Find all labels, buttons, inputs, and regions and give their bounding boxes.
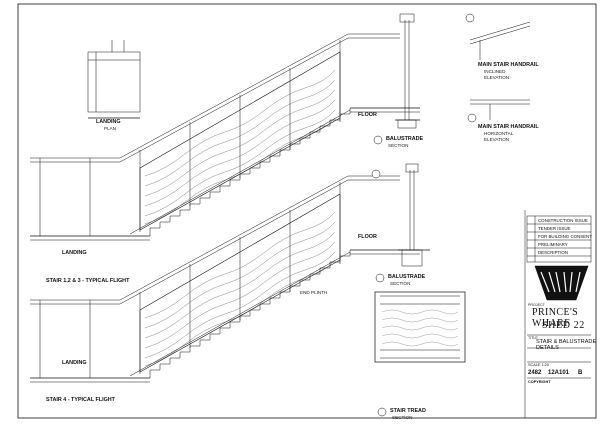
balustrade-section-detail-2	[398, 163, 430, 267]
horizontal-label: HORIZONTAL	[484, 131, 514, 136]
issue-row-5: DESCRIPTION	[538, 250, 569, 255]
floor-mid-label: FLOOR	[358, 234, 377, 240]
drawing-number: 2482	[528, 370, 542, 376]
stair-123-panel-pattern	[144, 69, 336, 225]
handrail-horizontal-title: MAIN STAIR HANDRAIL	[478, 124, 539, 130]
balustrade-section-detail-1	[395, 13, 420, 129]
project-name: PRINCE'S WHARF	[532, 307, 579, 329]
stair-123-left-landing	[30, 157, 120, 236]
elevation-1-label: ELEVATION	[484, 75, 510, 80]
issue-row-4: PRELIMINARY	[538, 242, 568, 247]
stair-4-panel-pattern	[144, 211, 336, 367]
handrail-elevation-details	[469, 21, 531, 120]
stair-123-elevation	[30, 33, 420, 241]
stair-tread-section-detail	[374, 291, 466, 363]
revision: B	[578, 370, 583, 376]
balustrade-section-1-title: BALUSTRADE	[386, 136, 424, 142]
copyright-label: COPYRIGHT	[528, 380, 551, 384]
sheet-border	[17, 3, 597, 419]
handrail-inclined-title: MAIN STAIR HANDRAIL	[478, 62, 539, 68]
section-3-label: SECTION	[392, 415, 413, 420]
stair-tread-title: STAIR TREAD	[390, 408, 426, 414]
issue-row-1: CONSTRUCTION ISSUE	[538, 218, 588, 223]
landing-mid-label: LANDING	[62, 250, 87, 256]
elevation-2-label: ELEVATION	[484, 137, 510, 142]
issue-row-2: TENDER ISSUE	[538, 226, 571, 231]
plan-label: PLAN	[104, 126, 117, 131]
title-block	[524, 210, 592, 418]
company-logo	[534, 265, 589, 301]
stair-tread-texture	[381, 309, 459, 347]
shed-name: SHED 22	[542, 320, 585, 331]
drawing-title-1: STAIR & BALUSTRADE	[536, 339, 597, 345]
stair-4-caption: STAIR 4 - TYPICAL FLIGHT	[46, 397, 115, 403]
section-2-label: SECTION	[390, 281, 411, 286]
balustrade-section-2-title: BALUSTRADE	[388, 274, 426, 280]
issue-row-3: FOR BUILDING CONSENT	[538, 234, 592, 239]
inclined-label: INCLINED	[484, 69, 506, 74]
floor-top-label: FLOOR	[358, 112, 377, 118]
sheet-number: 12A101	[548, 370, 570, 376]
landing-bottom-label: LANDING	[62, 360, 87, 366]
end-plinth-label: END PLINTH	[300, 290, 328, 295]
drawing-title-2: DETAILS	[536, 345, 559, 351]
landing-plan	[87, 40, 141, 119]
detail-bubbles	[371, 13, 477, 417]
stair-4-elevation	[30, 175, 420, 383]
stair-123-caption: STAIR 1,2 & 3 - TYPICAL FLIGHT	[46, 278, 130, 284]
landing-plan-label: LANDING	[96, 119, 121, 125]
project-label: PROJECT	[528, 303, 545, 307]
scale-label: SCALE 1:20	[528, 363, 549, 367]
title-label: TITLE	[528, 336, 538, 340]
section-1-label: SECTION	[388, 143, 409, 148]
